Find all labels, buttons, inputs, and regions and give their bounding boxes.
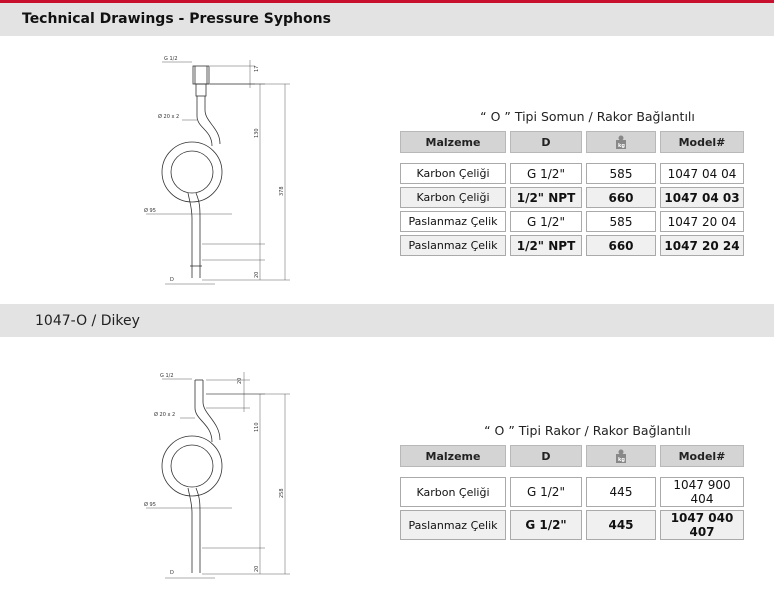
weight-icon: kg [616,449,626,463]
cell-material: Karbon Çeliği [400,477,506,507]
pipe-size-label: Ø 20 x 2 [154,411,175,418]
page-header: Technical Drawings - Pressure Syphons [0,3,774,36]
cell-material: Paslanmaz Çelik [400,510,506,540]
syphon-drawing-1: G 1/2 Ø 20 x 2 Ø 95 D 17 130 378 20 [140,48,300,288]
header-d: D [510,445,582,467]
table-caption: “ O ” Tipi Somun / Rakor Bağlantılı [480,109,695,124]
dim-overall: 378 [279,186,285,196]
product-table-2: “ O ” Tipi Rakor / Rakor Bağlantılı Malz… [400,423,750,543]
header-material: Malzeme [400,131,506,153]
cell-model: 1047 20 04 [660,211,744,232]
cell-d: G 1/2" [510,211,582,232]
table-row: Karbon Çeliği 1/2" NPT 660 1047 04 03 [400,187,744,208]
section-title: 1047-O / Dikey [35,313,140,329]
product-table-1: “ O ” Tipi Somun / Rakor Bağlantılı Malz… [400,109,750,259]
d-label: D [170,277,174,283]
cell-model: 1047 900 404 [660,477,744,507]
coil-diameter-label: Ø 95 [144,501,156,508]
table-row: Paslanmaz Çelik G 1/2" 445 1047 040 407 [400,510,744,540]
cell-model: 1047 04 04 [660,163,744,184]
header-model: Model# [660,445,744,467]
cell-weight: 660 [586,187,656,208]
cell-model: 1047 040 407 [660,510,744,540]
thread-label: G 1/2 [160,373,174,379]
header-weight: kg [586,131,656,153]
cell-material: Karbon Çeliği [400,163,506,184]
weight-icon: kg [616,135,626,149]
header-weight: kg [586,445,656,467]
dim-top: 17 [254,66,260,72]
cell-d: 1/2" NPT [510,187,582,208]
page-title: Technical Drawings - Pressure Syphons [22,11,331,27]
pipe-size-label: Ø 20 x 2 [158,113,179,120]
cell-weight: 445 [586,477,656,507]
svg-text:kg: kg [618,457,625,463]
cell-d: 1/2" NPT [510,235,582,256]
cell-model: 1047 20 24 [660,235,744,256]
top-accent-rule [0,0,774,3]
syphon-drawing-2: G 1/2 Ø 20 x 2 Ø 95 D 20 110 258 20 [140,368,300,588]
section-header: 1047-O / Dikey [0,304,774,337]
cell-material: Karbon Çeliği [400,187,506,208]
table-row: Karbon Çeliği G 1/2" 585 1047 04 04 [400,163,744,184]
thread-label: G 1/2 [164,56,178,62]
dim-bottom: 20 [254,566,260,572]
table-row: Karbon Çeliği G 1/2" 445 1047 900 404 [400,477,744,507]
cell-material: Paslanmaz Çelik [400,235,506,256]
cell-weight: 660 [586,235,656,256]
cell-weight: 445 [586,510,656,540]
cell-d: G 1/2" [510,163,582,184]
cell-weight: 585 [586,163,656,184]
svg-text:kg: kg [618,143,625,149]
cell-d: G 1/2" [510,477,582,507]
header-material: Malzeme [400,445,506,467]
table-caption: “ O ” Tipi Rakor / Rakor Bağlantılı [484,423,691,438]
table-row: Paslanmaz Çelik G 1/2" 585 1047 20 04 [400,211,744,232]
d-label: D [170,570,174,576]
table-row: Paslanmaz Çelik 1/2" NPT 660 1047 20 24 [400,235,744,256]
header-model: Model# [660,131,744,153]
dim-overall: 258 [279,488,285,498]
header-d: D [510,131,582,153]
cell-d: G 1/2" [510,510,582,540]
coil-diameter-label: Ø 95 [144,207,156,214]
dim-top: 20 [237,378,243,384]
cell-model: 1047 04 03 [660,187,744,208]
dim-bottom: 20 [254,272,260,278]
cell-material: Paslanmaz Çelik [400,211,506,232]
cell-weight: 585 [586,211,656,232]
dim-mid: 110 [254,422,260,432]
dim-mid: 130 [254,128,260,138]
